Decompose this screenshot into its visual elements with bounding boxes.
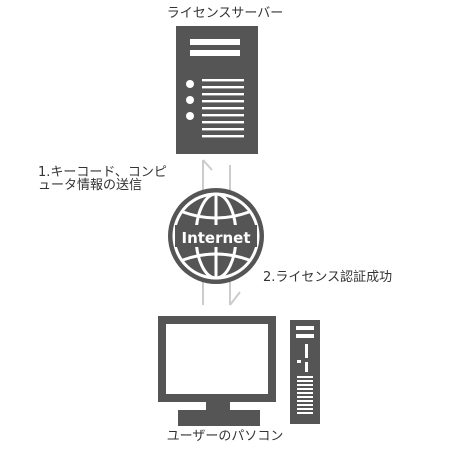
globe-icon: Internet [168,188,264,284]
internet-label: Internet [181,229,250,247]
server-icon [176,26,258,154]
step1-label: 1.キーコード、コンピュータ情報の送信 [38,165,167,193]
server-label: ライセンスサーバー [166,6,284,21]
step2-label: 2.ライセンス認証成功 [263,270,393,285]
monitor-icon [158,316,276,426]
tower-pc-icon [290,320,320,424]
pc-label: ユーザーのパソコン [166,429,284,444]
